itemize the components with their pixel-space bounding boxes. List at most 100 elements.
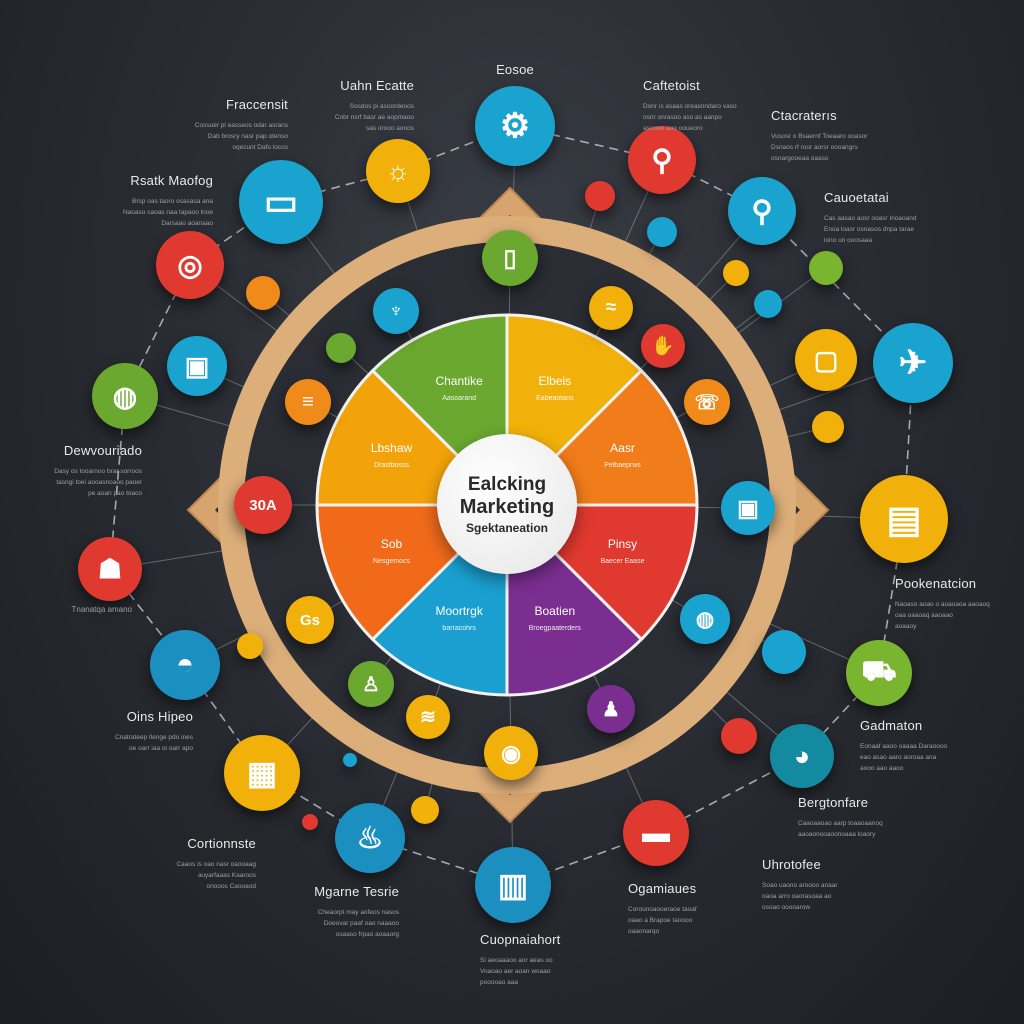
feature-description: Tnanatqa amano bbox=[71, 605, 133, 614]
segment-title: Elbeis bbox=[538, 373, 572, 388]
feature-title: Fraccensit bbox=[226, 97, 288, 112]
feature-title: Uhrotofee bbox=[762, 857, 821, 872]
feature-description: Caaoaaoao aarp toaaoaanoq bbox=[798, 820, 883, 827]
megaphone-icon: ✈ bbox=[898, 344, 928, 382]
wifi-icon: ≈ bbox=[605, 297, 617, 318]
segment-title: Pinsy bbox=[607, 536, 638, 551]
feature-title: Mgarne Tesrie bbox=[314, 884, 399, 899]
monitor-icon: ▭ bbox=[263, 181, 298, 222]
bell-icon: ♨ bbox=[356, 821, 384, 855]
dashed-connector bbox=[903, 362, 914, 520]
connector-dot bbox=[809, 251, 843, 285]
person-icon: ♙ bbox=[362, 673, 380, 696]
connector-dot bbox=[723, 260, 749, 286]
segment-title: Aasr bbox=[610, 441, 635, 456]
feature-description: aaoaonooaoonoaaa loaory bbox=[798, 831, 876, 838]
segment-body: Aasoarand bbox=[442, 394, 477, 402]
target-icon: ◎ bbox=[177, 249, 203, 282]
segment-body: Nesgemocs bbox=[373, 557, 410, 565]
feature-description: Cossuer pl easseos odar asrans bbox=[194, 122, 288, 129]
icon-node: ♟ bbox=[587, 685, 635, 733]
icon-node: ☼ bbox=[366, 139, 430, 203]
feature-title: Dewvouriado bbox=[63, 443, 142, 458]
connector-dot bbox=[302, 814, 318, 830]
node-badge-text: Gs bbox=[299, 611, 320, 629]
globe-icon: ◍ bbox=[695, 607, 715, 631]
feature-description: lono un ooosaaa bbox=[824, 237, 873, 244]
magnifier-icon: ⚲ bbox=[751, 195, 773, 228]
icon-node: ≈ bbox=[589, 286, 633, 330]
feature-description: aoaaoy bbox=[895, 623, 917, 630]
connector-dot bbox=[754, 290, 782, 318]
feature-description: Doeovar paaf oao naaaoo bbox=[323, 920, 399, 927]
segment-title: Moortrgk bbox=[435, 604, 483, 619]
feature-description: Vusosr o Bsaernf Toeaaro ooasor bbox=[771, 133, 868, 140]
feature-description: oaoa arro oaorasoaa ao bbox=[762, 893, 832, 900]
feature-description: Eonaaf aaoo oaaaa Daraoooo bbox=[860, 743, 948, 750]
feature-title: Cauoetatai bbox=[824, 190, 889, 205]
feature-description: oaaonarqo bbox=[628, 928, 660, 935]
feature-title: Ogamiaues bbox=[628, 881, 697, 896]
feature-description: Dasy os tooarnoo brar sorroos bbox=[54, 468, 142, 475]
wooden-ring bbox=[218, 216, 796, 794]
document-icon: ▯ bbox=[503, 244, 517, 272]
icon-node: ≡ bbox=[285, 379, 331, 425]
chart-icon: ≡ bbox=[302, 390, 314, 413]
feature-description: osnr onrasoo aso as aanpo bbox=[643, 114, 722, 121]
icon-node: ◓ bbox=[150, 630, 220, 700]
icon-node: ♨ bbox=[335, 803, 405, 873]
feature-description: asooeo aoo ooueoro bbox=[643, 125, 703, 132]
connector-dot bbox=[762, 630, 806, 674]
tablet-icon: ▣ bbox=[737, 494, 759, 521]
feature-description: Naoaso aoao o aoaoaoa aaoaoq bbox=[895, 601, 990, 608]
layers-icon: ≋ bbox=[420, 706, 436, 728]
center-title-line3: Sgektaneation bbox=[465, 520, 549, 535]
feature-title: Uahn Ecatte bbox=[340, 78, 414, 93]
feature-description: tasngi toei aooasnoaoo paoer bbox=[56, 479, 142, 486]
hand-icon: ✋ bbox=[651, 336, 675, 357]
segment-body: Broegpaaterders bbox=[528, 625, 581, 633]
dashed-connector bbox=[878, 518, 905, 674]
feature-description: aooo aao aaoo bbox=[860, 765, 904, 772]
icon-node: ⛟ bbox=[846, 640, 912, 706]
feature-description: Donr is asaas oreasnndaro vaso bbox=[643, 103, 737, 110]
icon-node: ♙ bbox=[348, 661, 394, 707]
icon-node: ▢ bbox=[795, 329, 857, 391]
feature-description: Voaoao aer aoan woaao bbox=[480, 968, 551, 975]
icon-node: ▯ bbox=[482, 230, 538, 286]
icon-node: ♆ bbox=[373, 288, 419, 334]
lightbulb-icon: ☼ bbox=[385, 155, 411, 186]
icon-node: ▬ bbox=[623, 800, 689, 866]
feature-description: oaao a Brapoe taoooo bbox=[628, 917, 693, 924]
feature-title: Rsatk Maofog bbox=[130, 173, 213, 188]
helmet-icon: ◓ bbox=[175, 648, 195, 681]
segment-title: Lbshaw bbox=[370, 441, 413, 456]
segment-body: Eabeaotans bbox=[536, 394, 574, 402]
feature-description: Brsp oas taoro osasasa ana bbox=[132, 198, 213, 205]
feature-description: Cas aasao aosr ooasr Inoaoand bbox=[824, 215, 917, 222]
icon-node: ◉ bbox=[484, 726, 538, 780]
user-icon: ☗ bbox=[97, 553, 123, 584]
feature-description: Cnbr nsrf basr ae aopmaoo bbox=[334, 114, 414, 121]
segment-body: Pelbaeprws bbox=[604, 462, 641, 470]
icon-node: ☗ bbox=[78, 537, 142, 601]
feature-description: osnargooeaa oaaso bbox=[771, 155, 829, 162]
feature-title: Ctacraterıs bbox=[771, 108, 837, 123]
screen-icon: ▢ bbox=[813, 344, 839, 375]
connector-dot bbox=[326, 333, 356, 363]
briefcase-icon: ▤ bbox=[886, 498, 922, 540]
center-title-line1: Ealcking bbox=[467, 473, 547, 495]
